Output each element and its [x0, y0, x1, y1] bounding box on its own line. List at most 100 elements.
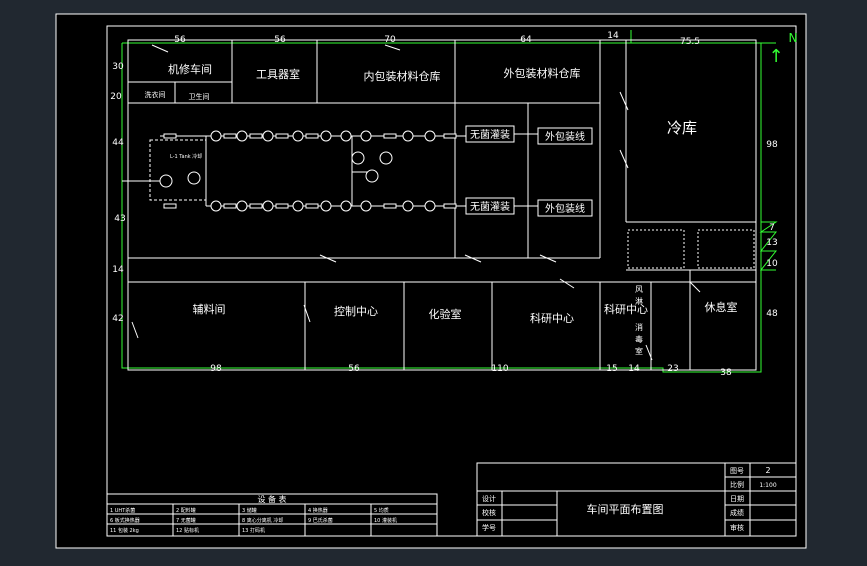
dim-right-5: 48 [766, 309, 778, 319]
equipment-tank-symbol [424, 130, 436, 142]
equipment-tank-symbol [360, 200, 372, 212]
dim-left-5: 14 [112, 265, 124, 275]
equipment-list-cell: 7 无菌罐 [176, 517, 196, 524]
equipment-tank-symbol [210, 200, 222, 212]
equipment-list-cell: 1 UHT杀菌 [110, 507, 135, 514]
equipment-unit-symbol [249, 133, 263, 139]
scale-value: 1:100 [759, 482, 776, 489]
outer-pack-line-2: 外包装线 [545, 202, 585, 215]
equipment-tank-symbol [262, 200, 274, 212]
dim-left-2: 20 [110, 92, 122, 102]
north-arrow: ↑ N [768, 31, 797, 67]
room-lab: 化验室 [429, 307, 462, 321]
dim-bottom-3: 110 [491, 364, 508, 374]
dim-bottom-2: 56 [348, 364, 360, 374]
equipment-list-cell: 11 包装 2kg [110, 527, 139, 534]
equipment-unit-symbol [249, 203, 263, 209]
drawing-frame [106, 25, 797, 537]
room-tools: 工具器室 [256, 67, 300, 81]
dim-bottom-4: 15 [606, 364, 617, 374]
north-arrow-symbol: ↑ [768, 46, 783, 67]
drawing-title: 车间平面布置图 [587, 502, 664, 516]
sheet-label: 图号 [730, 467, 744, 475]
wash-char-4: 毒 [635, 334, 643, 344]
wash-char-2: 淋 [635, 296, 643, 306]
fixture-blocks [627, 229, 755, 269]
equipment-tank-symbol [351, 151, 365, 165]
dim-bottom-6: 23 [667, 364, 678, 374]
equipment-symbols [159, 130, 457, 212]
wash-char-5: 室 [635, 346, 643, 356]
dim-top-2: 56 [274, 35, 286, 45]
equipment-list-cell: 6 板式换热器 [110, 517, 140, 524]
wash-room-vertical: 风 淋 消 毒 室 [635, 285, 643, 356]
equipment-tank-symbol [320, 200, 332, 212]
room-inner-pack: 内包装材料仓库 [364, 69, 441, 83]
dim-right-2: 7 [769, 223, 775, 233]
equipment-tank-symbol [236, 130, 248, 142]
check-label: 校核 [482, 508, 496, 517]
equipment-list-title: 设 备 表 [257, 494, 286, 504]
room-research: 科研中心 [530, 311, 574, 325]
equipment-unit-symbol [383, 203, 397, 209]
dim-top-6: 75.5 [680, 37, 700, 47]
dim-left-6: 42 [112, 314, 123, 324]
equipment-tank-symbol [424, 200, 436, 212]
wash-char-3: 消 [635, 322, 643, 332]
equipment-unit-symbol [383, 133, 397, 139]
equipment-unit-symbol [223, 203, 237, 209]
grade-label: 成绩 [730, 508, 744, 517]
equipment-tank-symbol [340, 200, 352, 212]
equipment-unit-symbol [443, 133, 457, 139]
equipment-tank-symbol [236, 200, 248, 212]
room-research-2: 科研中心 [604, 302, 648, 316]
dimension-lines [121, 30, 778, 373]
equipment-list-cell: 4 换热器 [308, 507, 328, 514]
dim-right-3: 13 [766, 238, 777, 248]
dim-right-1: 98 [766, 140, 778, 150]
equipment-tank-symbol [402, 200, 414, 212]
tank-label: L-1 Tank 冷却 [170, 153, 202, 160]
student-label: 学号 [482, 523, 496, 532]
room-repair: 机修车间 [168, 62, 212, 76]
equipment-tank-symbol [340, 130, 352, 142]
equipment-list-cell: 9 巴氏杀菌 [308, 517, 333, 524]
equipment-tank-symbol [379, 151, 393, 165]
equipment-tank-symbol [360, 130, 372, 142]
equipment-list-cell: 8 离心分离机 冷却 [242, 517, 283, 524]
dim-bottom-5: 14 [628, 364, 640, 374]
equipment-list-cell: 3 储罐 [242, 507, 257, 514]
review-label: 审核 [730, 523, 744, 532]
equipment-list-cell: 2 配料罐 [176, 507, 196, 514]
equipment-unit-symbol [305, 133, 319, 139]
room-labels: 机修车间 工具器室 内包装材料仓库 外包装材料仓库 冷库 休息室 辅料间 控制中… [145, 62, 738, 325]
equipment-tank-symbol [159, 174, 173, 188]
equipment-tank-symbol [320, 130, 332, 142]
dim-left-4: 43 [114, 214, 125, 224]
room-control: 控制中心 [334, 304, 378, 318]
dim-left-1: 30 [112, 62, 124, 72]
room-washroom: 洗衣间 [145, 90, 166, 99]
equipment-unit-symbol [443, 203, 457, 209]
equipment-unit-symbol [163, 133, 177, 139]
room-toilet: 卫生间 [189, 92, 210, 101]
wash-char-1: 风 [635, 285, 643, 294]
design-label: 设计 [482, 494, 496, 503]
date-label: 日期 [730, 495, 744, 503]
equipment-tank-symbol [365, 169, 379, 183]
equipment-unit-symbol [163, 203, 177, 209]
room-rest: 休息室 [705, 300, 738, 314]
equipment-tank-symbol [210, 130, 222, 142]
equipment-tank-symbol [262, 130, 274, 142]
dim-bottom-1: 98 [210, 364, 222, 374]
equipment-labels: 无菌灌装 外包装线 无菌灌装 外包装线 L-1 Tank 冷却 [170, 128, 585, 215]
title-block: 车间平面布置图 图号 2 比例 1:100 日期 成绩 审核 设计 校核 学号 [476, 462, 797, 537]
equipment-unit-symbol [305, 203, 319, 209]
equipment-list-cell: 12 贴标机 [176, 527, 199, 534]
room-outer-pack: 外包装材料仓库 [504, 66, 581, 80]
dim-top-5: 14 [607, 31, 619, 41]
equipment-tank-symbol [187, 171, 201, 185]
